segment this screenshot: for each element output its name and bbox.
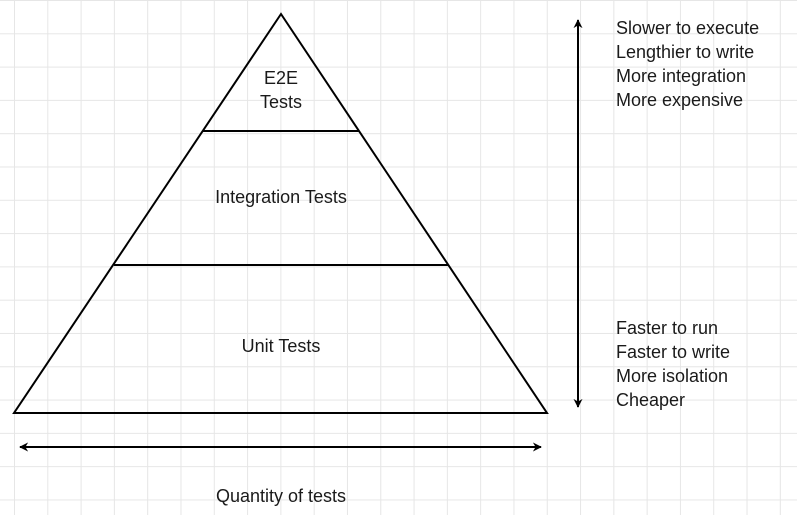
bottom-notes: Faster to run Faster to write More isola…	[616, 316, 730, 412]
tier-label-e2e-line-2: Tests	[259, 92, 303, 112]
top-note-item: Slower to execute	[616, 18, 760, 38]
tier-label-integration: Integration Tests	[215, 185, 347, 209]
bottom-note-item: Faster to run	[616, 318, 719, 338]
tier-label-unit-line-1: Unit Tests	[241, 336, 321, 356]
quantity-label: Quantity of tests	[215, 486, 347, 506]
top-note-item: More expensive	[616, 90, 744, 110]
tier-label-integration-line-1: Integration Tests	[215, 187, 347, 207]
bottom-note-item: Faster to write	[616, 342, 731, 362]
tier-label-unit: Unit Tests	[242, 334, 321, 358]
tier-label-e2e: E2E Tests	[260, 66, 302, 114]
top-note-item: More integration	[616, 66, 747, 86]
bottom-note-item: More isolation	[616, 366, 729, 386]
pyramid-outline	[12, 12, 549, 414]
top-note-item: Lengthier to write	[616, 42, 755, 62]
top-notes: Slower to execute Lengthier to write Mor…	[616, 16, 759, 112]
tier-label-e2e-line-1: E2E	[263, 68, 299, 88]
bottom-note-item: Cheaper	[616, 390, 686, 410]
